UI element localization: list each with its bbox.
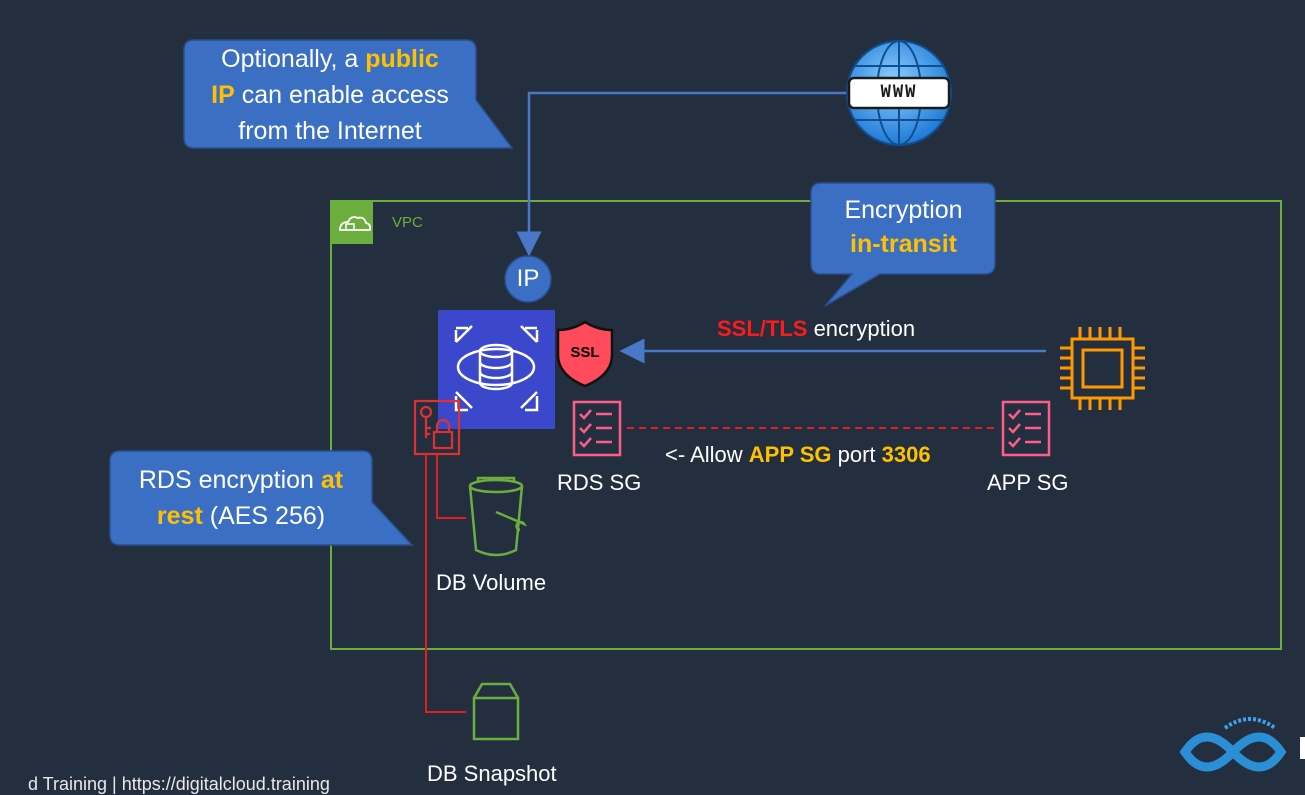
sg-rule-p1: <- Allow <box>665 442 749 467</box>
sg-rule-p3: port <box>831 442 882 467</box>
sg-rule-label: <- Allow APP SG port 3306 <box>665 442 931 468</box>
ssl-tls-label-a: SSL/TLS <box>717 316 808 341</box>
callout-public-ip-l3: from the Internet <box>238 117 422 145</box>
ec2-instance-icon[interactable] <box>1060 327 1145 410</box>
ip-badge-circle <box>504 255 552 303</box>
callout-in-transit-l2: in-transit <box>850 230 957 258</box>
callout-public-ip-l2a: IP <box>211 81 235 109</box>
rds-database-icon[interactable] <box>438 310 555 429</box>
callout-at-rest-l2b: (AES 256) <box>202 502 326 530</box>
digital-cloud-logo <box>1179 717 1305 772</box>
vpc-label: VPC <box>392 214 423 231</box>
rds-sg-icon[interactable] <box>572 400 622 457</box>
app-sg-icon[interactable] <box>1001 400 1051 457</box>
ip-badge-label: IP <box>516 265 540 292</box>
db-snapshot-label: DB Snapshot <box>427 761 557 786</box>
callout-public-ip-text: Optionally, a public IP can enable acces… <box>186 41 474 149</box>
sg-rule-p4: 3306 <box>881 442 931 467</box>
db-snapshot-icon[interactable] <box>472 682 520 741</box>
globe-www-label: WWW <box>880 82 918 102</box>
callout-in-transit-bubble <box>810 182 996 307</box>
callout-at-rest-l1b: at <box>320 466 344 494</box>
ssl-tls-label: SSL/TLS encryption <box>717 316 915 342</box>
sg-rule-p2: APP SG <box>748 442 832 467</box>
ssl-shield-icon <box>556 320 614 388</box>
snapshot-connector <box>425 454 466 713</box>
callout-public-ip-l1b: public <box>365 45 439 73</box>
callout-in-transit-l1: Encryption <box>844 196 963 224</box>
ssl-tls-label-b: encryption <box>807 316 916 341</box>
callout-public-ip-l1a: Optionally, a <box>221 45 366 73</box>
callout-at-rest-bubble <box>109 450 414 546</box>
globe-www-icon <box>846 40 952 146</box>
callout-in-transit-text: Encryption in-transit <box>812 193 995 261</box>
vpc-boundary <box>330 200 1282 650</box>
db-volume-bucket-icon[interactable] <box>468 476 528 557</box>
db-volume-label: DB Volume <box>436 570 547 595</box>
callout-at-rest-l1a: RDS encryption <box>138 466 321 494</box>
callout-public-ip-l2b: can enable access <box>234 81 449 109</box>
internet-connection-line <box>516 91 848 257</box>
callout-public-ip-bubble <box>183 39 514 149</box>
footer-cut-text: d Training | https://digitalcloud.traini… <box>28 774 330 794</box>
callout-at-rest-text: RDS encryption at rest (AES 256) <box>112 462 370 534</box>
ssl-shield-label: SSL <box>570 344 600 361</box>
callout-at-rest-l2a: rest <box>156 502 203 530</box>
vpc-cloud-icon <box>330 201 373 244</box>
app-sg-label: APP SG <box>987 470 1069 495</box>
volume-connector <box>436 454 466 519</box>
rds-sg-label: RDS SG <box>557 470 642 495</box>
